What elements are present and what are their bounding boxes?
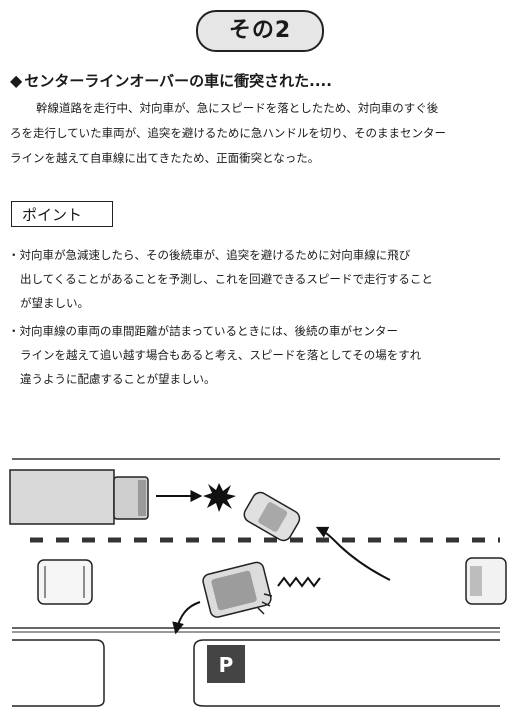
collision-burst-icon [203,483,236,512]
bullet-line: ラインを越えて追い越す場合もあると考え、スピードを落としてその場をすれ [20,348,422,362]
section-badge: その2 [196,10,324,52]
swerving-car [243,491,301,542]
accident-diagram: P [9,458,507,707]
left-car [37,559,93,605]
bullet-marker: ・ [8,324,20,338]
right-car [465,557,507,605]
bullet-line: が望ましい。 [20,296,89,310]
bullet-text: 対向車線の車両の車間距離が詰まっているときには、後続の車がセンター [19,324,398,338]
bullet-marker: ・ [8,248,20,262]
paragraph-line: 幹線道路を走行中、対向車が、急にスピードを落としたため、対向車のすぐ後 [36,101,439,115]
paragraph-line: ラインを越えて自車線に出てきたため、正面衝突となった。 [10,151,320,165]
lot-block-right [193,639,500,707]
description-paragraph: 幹線道路を走行中、対向車が、急にスピードを落としたため、対向車のすぐ後 ろを走行… [10,96,510,171]
parking-sign-label: P [219,653,234,677]
bullet-line: ・対向車線の車両の車間距離が詰まっているときには、後続の車がセンター [8,319,514,343]
paragraph-line: ろを走行していた車両が、追突を避けるために急ハンドルを切り、そのままセンター [10,126,446,140]
point-label-box: ポイント [11,201,113,227]
truck [9,469,149,525]
bullet-line: ・対向車が急減速したら、その後続車が、追突を避けるために対向車線に飛び [8,243,514,267]
own-car [202,561,272,618]
bullet-line: 出してくることがあることを予測し、これを回避できるスピードで走行すること [20,272,433,286]
diamond-icon: ◆ [10,71,23,90]
bullet-text: 対向車が急減速したら、その後続車が、追突を避けるために対向車線に飛び [19,248,411,262]
parking-sign-icon [207,645,245,683]
section-heading: ◆センターラインオーバーの車に衝突された.... [10,70,332,91]
evade-arrow [172,601,201,635]
bullet-line: 違うように配慮することが望ましい。 [20,372,216,386]
skid-zigzag-icon [277,576,321,588]
point-bullets: ・対向車が急減速したら、その後続車が、追突を避けるために対向車線に飛び 出してく… [8,243,514,391]
swerve-path-arrow [315,526,391,581]
bullet-item: ・対向車線の車両の車間距離が詰まっているときには、後続の車がセンター ラインを越… [8,319,514,391]
bullet-item: ・対向車が急減速したら、その後続車が、追突を避けるために対向車線に飛び 出してく… [8,243,514,315]
heading-text: センターラインオーバーの車に衝突された.... [24,72,332,90]
lot-block-left [12,639,105,707]
